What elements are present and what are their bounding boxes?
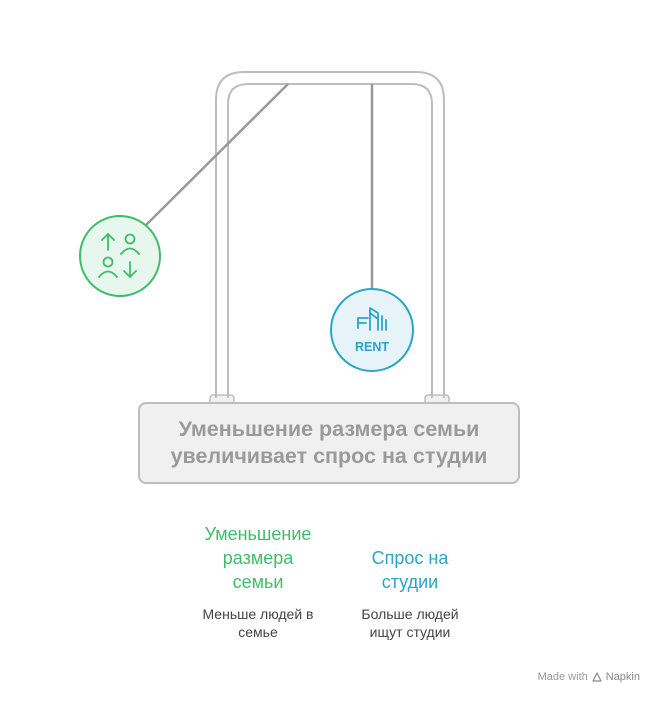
left-label-heading: Уменьшение размера семьи: [204, 524, 312, 592]
left-label-description: Меньше людей в семье: [202, 606, 314, 640]
made-with-text: Made with: [537, 671, 588, 683]
napkin-brand-text: Napkin: [605, 671, 640, 683]
diagram-title: Уменьшение размера семьи увеличивает спр…: [170, 417, 488, 468]
napkin-logo-icon: [592, 672, 602, 682]
left-ball: [79, 215, 161, 297]
rent-building-icon: [357, 307, 387, 331]
left-pendulum-string: [144, 83, 289, 227]
people-up-down-icon: [98, 233, 140, 278]
right-ball: RENT: [330, 288, 414, 372]
footer-credit[interactable]: Made with Napkin: [538, 671, 640, 683]
arch-frame-inner: [227, 83, 433, 398]
balance-base: Уменьшение размера семьи увеличивает спр…: [138, 402, 520, 484]
left-label: Уменьшение размера семьи Меньше людей в …: [168, 522, 348, 641]
rent-icon-text: RENT: [355, 340, 389, 354]
right-label-heading: Спрос на студии: [371, 548, 449, 592]
arch-frame-outer: [215, 71, 445, 398]
right-label-description: Больше людей ищут студии: [361, 606, 459, 640]
right-label: Спрос на студии Больше людей ищут студии: [340, 546, 480, 641]
